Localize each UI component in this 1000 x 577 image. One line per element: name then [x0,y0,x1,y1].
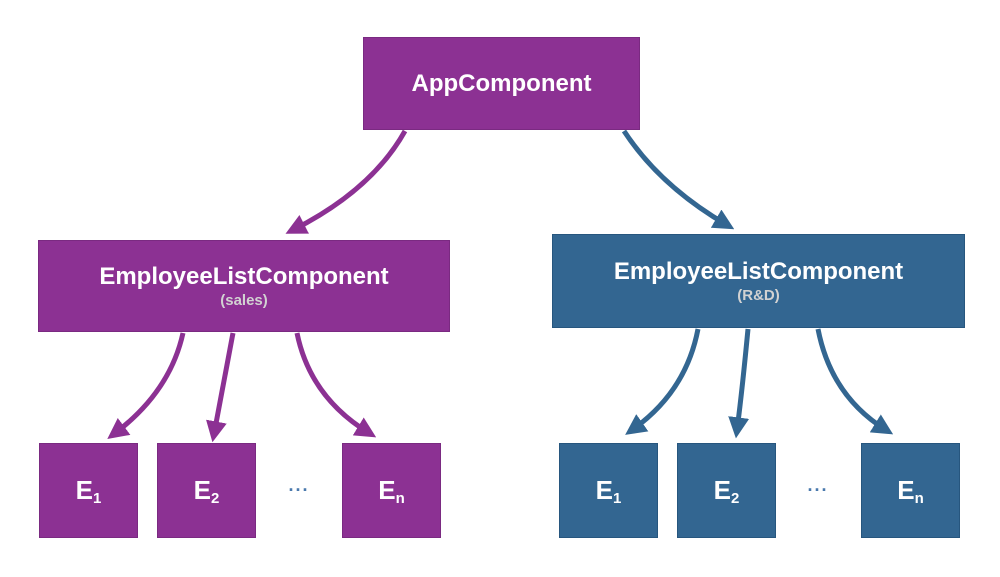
arrow-sales-to-e2 [206,332,236,443]
employee-rd-e1-box: E1 [559,443,658,538]
ellipsis-sales: ... [288,475,310,495]
arrow-sales-to-e1 [107,332,186,440]
employee-rd-e2-label: E2 [713,474,740,507]
arrow-app-to-rd [621,129,735,230]
employee-sales-en-label: En [378,474,405,507]
employee-sales-e2-label: E2 [193,474,220,507]
employee-list-sales-sublabel: (sales) [220,292,268,310]
ellipsis-rd: ... [807,475,829,495]
employee-rd-en-box: En [861,443,960,538]
employee-list-rd-sublabel: (R&D) [737,287,780,305]
employee-rd-e1-label: E1 [595,474,622,507]
employee-sales-e1-label: E1 [75,474,102,507]
employee-rd-e2-box: E2 [677,443,776,538]
employee-sales-e2-box: E2 [157,443,256,538]
employee-list-rd-label: EmployeeListComponent [613,257,904,285]
app-component-label: AppComponent [411,69,592,97]
arrow-rd-to-e2 [728,328,751,439]
arrow-rd-to-en [815,328,894,435]
arrow-sales-to-en [294,332,377,438]
employee-list-sales-box: EmployeeListComponent (sales) [38,240,450,332]
app-component-box: AppComponent [363,37,640,130]
employee-rd-en-label: En [897,474,924,507]
employee-list-sales-label: EmployeeListComponent [99,262,389,290]
employee-list-rd-box: EmployeeListComponent (R&D) [552,234,965,328]
employee-sales-e1-box: E1 [39,443,138,538]
arrow-app-to-sales [285,129,408,234]
employee-sales-en-box: En [342,443,441,538]
arrow-rd-to-e1 [625,328,701,435]
